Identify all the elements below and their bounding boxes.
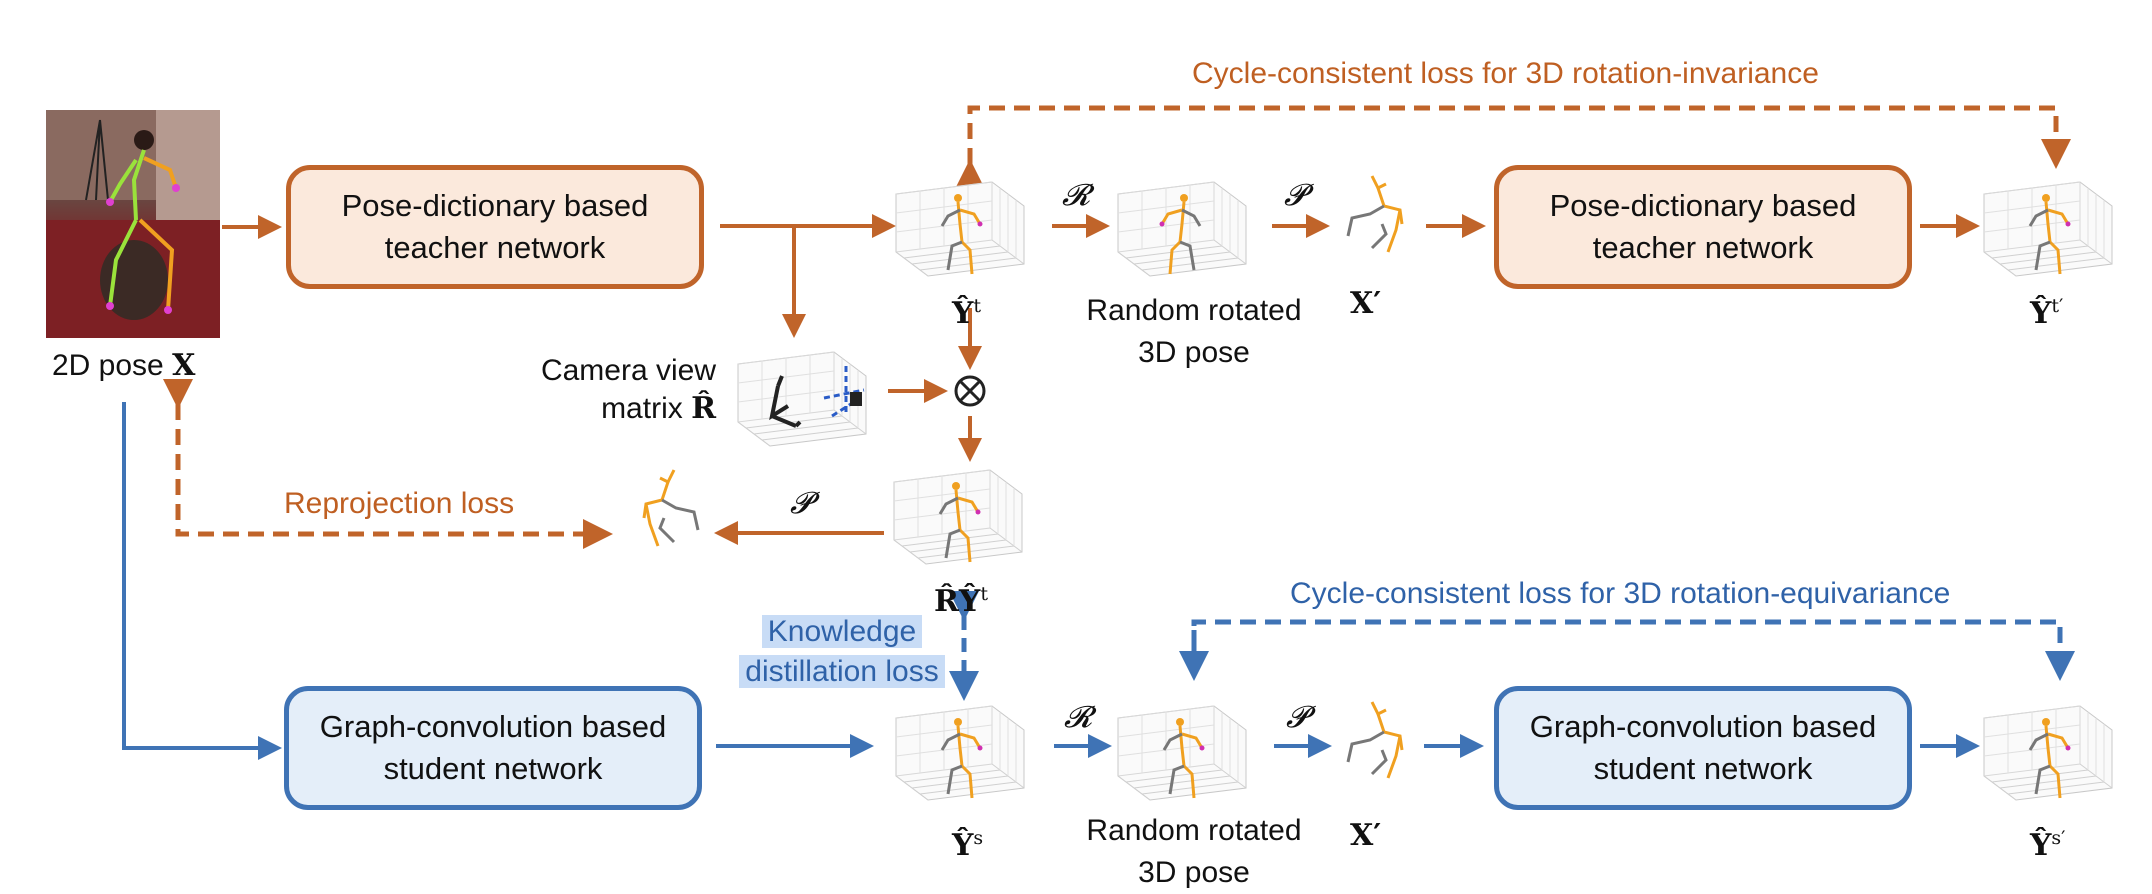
student-network-box: Graph-convolution based student network: [284, 686, 702, 810]
xprime-label-student: X′: [1350, 818, 1382, 853]
xprime-label-teacher: X′: [1350, 286, 1382, 321]
pose-2d-reprojected: [642, 468, 700, 548]
kd-line1: Knowledge: [761, 615, 923, 648]
projection-symbol-teacher: 𝓟: [1284, 178, 1306, 213]
input-label-text: 2D pose: [52, 349, 173, 382]
ys-symbol: Ŷ: [952, 828, 974, 863]
ryt-sup: t: [980, 583, 988, 605]
pose-3d-yt-prime: [1983, 181, 2113, 277]
pose-3d-ys: [895, 705, 1025, 801]
teacher-network-box-2: Pose-dictionary based teacher network: [1494, 165, 1912, 289]
ytprime-symbol: Ŷ: [2030, 296, 2052, 331]
yt-sup: t: [973, 295, 982, 317]
otimes-operator: [954, 375, 986, 407]
projection-symbol-student: 𝓟: [1286, 700, 1308, 735]
student2-line1: Graph-convolution based: [1529, 709, 1877, 744]
pose-3d-random-rotated-student: [1117, 705, 1247, 801]
pose-3d-yt: [895, 181, 1025, 277]
input-image: [46, 110, 220, 338]
random-rotated-label-student: Random rotated 3D pose: [1078, 810, 1310, 894]
student-line2: student network: [383, 751, 603, 786]
cycle-equivariance-loss-arrow: [1191, 619, 2075, 681]
random-rotated-teacher-line2: 3D pose: [1138, 336, 1250, 369]
random-rotated-student-line2: 3D pose: [1138, 856, 1250, 889]
projection-symbol-reproj: 𝓟: [790, 486, 812, 521]
cycle-equivariance-loss-label: Cycle-consistent loss for 3D rotation-eq…: [1290, 577, 1951, 610]
yt-symbol: Ŷ: [952, 296, 974, 331]
ys-sup: s: [973, 827, 984, 849]
reprojection-loss-arrow: [163, 379, 613, 549]
kd-line2: distillation loss: [739, 655, 945, 688]
teacher2-line2: teacher network: [1592, 230, 1814, 265]
ryt-label: R̂Ŷt: [934, 574, 988, 622]
camera-view-cube: [737, 351, 867, 447]
teacher-line1: Pose-dictionary based: [341, 188, 649, 223]
random-rotated-student-line1: Random rotated: [1086, 814, 1302, 847]
cycle-invariance-loss-label: Cycle-consistent loss for 3D rotation-in…: [1192, 57, 1819, 90]
student-line1: Graph-convolution based: [319, 709, 667, 744]
camera-label: Camera view matrix R̂: [530, 352, 716, 428]
ytprime-sup: t′: [2051, 295, 2064, 317]
cycle-invariance-loss-arrow: [955, 105, 2071, 189]
input-label: 2D pose X: [52, 346, 195, 386]
ysprime-sup: s′: [2051, 827, 2066, 849]
ys-label: Ŷs: [952, 818, 983, 866]
yt-label: Ŷt: [952, 286, 981, 334]
camera-symbol: R̂: [691, 391, 716, 426]
teacher-network-box: Pose-dictionary based teacher network: [286, 165, 704, 289]
teacher-line2: teacher network: [384, 230, 606, 265]
camera-line1: Camera view: [540, 354, 716, 387]
pose-3d-ys-prime: [1983, 705, 2113, 801]
rotation-symbol-student: 𝓡: [1064, 700, 1093, 735]
ysprime-label: Ŷs′: [2030, 818, 2066, 866]
kd-loss-label: Knowledge distillation loss: [738, 612, 946, 692]
ytprime-label: Ŷt′: [2030, 286, 2063, 334]
random-rotated-label-teacher: Random rotated 3D pose: [1078, 290, 1310, 374]
pose-2d-xprime-student: [1346, 700, 1404, 780]
student2-line2: student network: [1593, 751, 1813, 786]
pose-3d-ryt: [893, 469, 1023, 565]
arrow-input-to-student: [122, 402, 282, 760]
pose-2d-xprime-teacher: [1346, 174, 1404, 254]
teacher2-line1: Pose-dictionary based: [1549, 188, 1857, 223]
camera-line2: matrix: [601, 392, 692, 425]
reprojection-loss-label: Reprojection loss: [284, 487, 515, 520]
input-label-symbol: X: [172, 348, 196, 383]
rotation-symbol-teacher: 𝓡: [1062, 178, 1091, 213]
ysprime-symbol: Ŷ: [2030, 828, 2052, 863]
pose-3d-random-rotated-teacher: [1117, 181, 1247, 277]
student-network-box-2: Graph-convolution based student network: [1494, 686, 1912, 810]
random-rotated-teacher-line1: Random rotated: [1086, 294, 1302, 327]
ryt-symbol: R̂Ŷ: [934, 584, 981, 619]
